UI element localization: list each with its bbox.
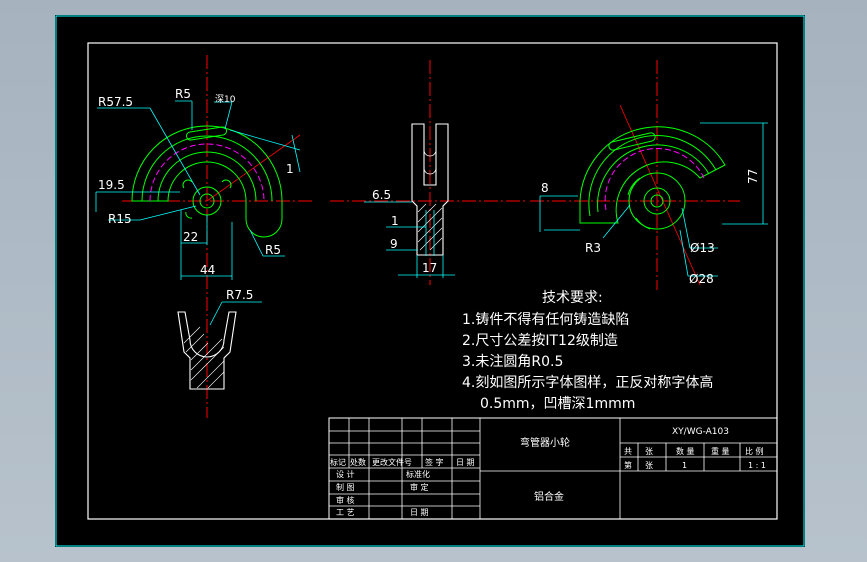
dim-depth10: 深10	[215, 94, 236, 105]
tb-rev-doc: 更改文件号	[372, 457, 412, 467]
right-hub-inner	[643, 187, 671, 215]
dim-17: 17	[422, 261, 437, 275]
tb-date: 日 期	[410, 508, 429, 517]
tb-col-weight: 重 量	[711, 446, 730, 456]
notes-title: 技术要求:	[542, 290, 603, 306]
dim-r5-top: R5	[175, 87, 191, 101]
dim-9: 9	[390, 237, 398, 251]
tb-rev-date: 日 期	[456, 458, 475, 467]
tb-scale: 1 : 1	[748, 461, 766, 470]
tb-col-qty: 数 量	[676, 446, 695, 456]
right-wheel-outline	[579, 126, 726, 224]
dim-angle1: 1	[286, 162, 294, 176]
left-groove-inner	[157, 151, 257, 202]
tb-drawing: 制 图	[336, 482, 355, 492]
notes-line-4: 4.刻如图所示字体图样，正反对称字体高	[462, 374, 713, 391]
tb-qty: 1	[682, 461, 687, 470]
dim-r15: R15	[108, 212, 132, 226]
tb-material: 铝合金	[534, 490, 564, 503]
left-bore	[199, 193, 215, 209]
title-block: 标记 处数 更改文件号 签 字 日 期 设 计 制 图 审 核 工 艺 标准化 …	[328, 417, 778, 520]
dim-1: 1	[391, 214, 399, 228]
left-groove-hidden	[149, 143, 265, 202]
tb-drawing-no: XY/WG-A103	[672, 427, 729, 437]
tb-col-scale: 比 例	[745, 446, 764, 456]
dim-22: 22	[183, 230, 198, 244]
tb-standard: 标准化	[406, 469, 430, 479]
tb-col-di: 第	[624, 460, 632, 470]
notes-line-2: 2.尺寸公差按IT12级制造	[462, 333, 618, 349]
middle-view: 6.5 1 9 17	[330, 60, 525, 285]
tb-design: 设 计	[336, 469, 355, 479]
dim-77: 77	[746, 169, 760, 184]
dim-r3: R3	[585, 241, 601, 255]
tb-process: 工 艺	[336, 508, 355, 517]
left-view: R57.5 R5 深10 1 19.5 R15 22 R5 44 R7.5	[95, 55, 312, 418]
mid-profile	[411, 123, 449, 256]
sheet-border	[55, 15, 805, 547]
dim-44: 44	[200, 263, 215, 277]
tb-approve: 审 定	[410, 482, 429, 492]
dim-r5-bottom: R5	[265, 243, 281, 257]
technical-notes: 技术要求: 1.铸件不得有任何铸造缺陷 2.尺寸公差按IT12级制造 3.未注圆…	[462, 290, 713, 412]
tb-col-zhang2: 张	[645, 461, 653, 470]
dim-r57-5: R57.5	[98, 95, 133, 109]
dim-dia28: Ø28	[689, 272, 714, 286]
tb-part-name: 弯管器小轮	[520, 436, 570, 449]
left-wheel-outline	[131, 125, 283, 238]
inner-frame	[87, 42, 778, 520]
left-top-slot	[186, 126, 227, 141]
tb-rev-count: 处数	[350, 457, 366, 467]
left-centerline-angled	[206, 134, 301, 202]
right-view: 8 77 R3 Ø13 Ø28	[530, 60, 768, 290]
tb-rev-mark: 标记	[330, 457, 346, 467]
dim-6-5: 6.5	[372, 188, 391, 202]
notes-line-3: 3.未注圆角R0.5	[462, 354, 563, 370]
right-hub-outer	[628, 172, 686, 230]
left-hub-slots	[182, 179, 232, 219]
tb-rev-sign: 签 字	[425, 457, 444, 467]
tb-col-gong: 共	[624, 447, 632, 456]
left-groove-outer	[141, 135, 273, 202]
dim-dia13: Ø13	[690, 241, 715, 255]
dim-8: 8	[541, 181, 549, 195]
right-centerline-angled	[619, 104, 701, 286]
tb-review: 审 核	[336, 495, 355, 505]
right-bore	[650, 194, 664, 208]
right-top-slot	[608, 132, 656, 151]
tb-col-zhang1: 张	[645, 447, 653, 456]
dim-r7-5: R7.5	[226, 288, 253, 302]
notes-line-1: 1.铸件不得有任何铸造缺陷	[462, 311, 629, 328]
notes-line-5: 0.5mm，凹槽深1mmm	[480, 396, 635, 412]
dim-19-5: 19.5	[98, 178, 125, 192]
